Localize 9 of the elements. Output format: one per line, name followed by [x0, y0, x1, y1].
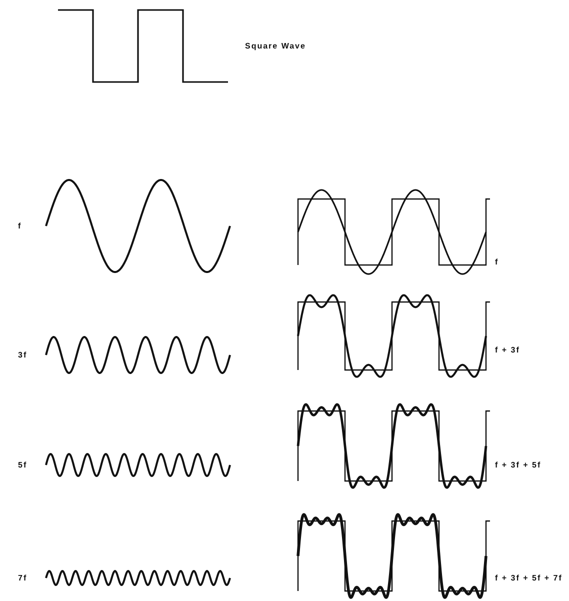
wave-label: Square Wave — [245, 42, 306, 50]
wave-label: 7f — [18, 574, 28, 582]
wave-label: f + 3f — [495, 346, 520, 354]
wave-label: 3f — [18, 350, 28, 360]
wave-label: f + 3f + 5f — [495, 460, 542, 470]
wave-label: f + 3f + 5f + 7f — [495, 574, 562, 582]
wave-label: f — [18, 222, 22, 230]
wave-label: 5f — [18, 460, 28, 470]
wave-label: f — [495, 258, 499, 266]
